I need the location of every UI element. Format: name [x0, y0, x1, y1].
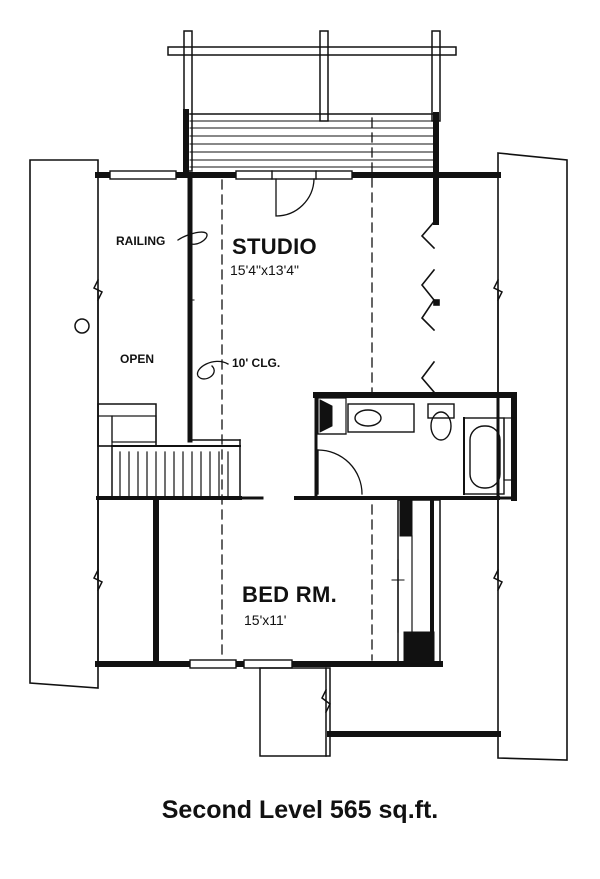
balcony-deck	[167, 30, 457, 175]
open-label: OPEN	[120, 352, 155, 366]
bedroom-closet	[391, 498, 441, 666]
studio-door	[275, 178, 315, 217]
windows	[109, 170, 353, 669]
right-wall-windows	[420, 220, 440, 394]
exterior-walls	[95, 172, 501, 737]
bedroom-dimensions: 15'x11'	[244, 612, 287, 628]
bottom-bumpout	[259, 667, 331, 757]
railing-leader	[177, 231, 208, 245]
studio-dimensions: 15'4"x13'4"	[230, 262, 300, 278]
bath-door	[317, 449, 363, 495]
right-eave-panel	[497, 152, 568, 761]
bedroom-name: BED RM.	[242, 582, 337, 607]
left-eave-panel	[29, 159, 99, 689]
railing-label: RAILING	[116, 234, 166, 248]
studio-name: STUDIO	[232, 234, 317, 259]
left-eave-circle	[74, 318, 90, 334]
bathroom	[313, 392, 517, 501]
ceiling-leader	[196, 360, 229, 380]
ceiling-label: 10' CLG.	[232, 356, 281, 370]
plan-caption: Second Level 565 sq.ft.	[161, 796, 439, 824]
ceiling-break-lines	[221, 117, 373, 661]
stair	[96, 403, 242, 500]
